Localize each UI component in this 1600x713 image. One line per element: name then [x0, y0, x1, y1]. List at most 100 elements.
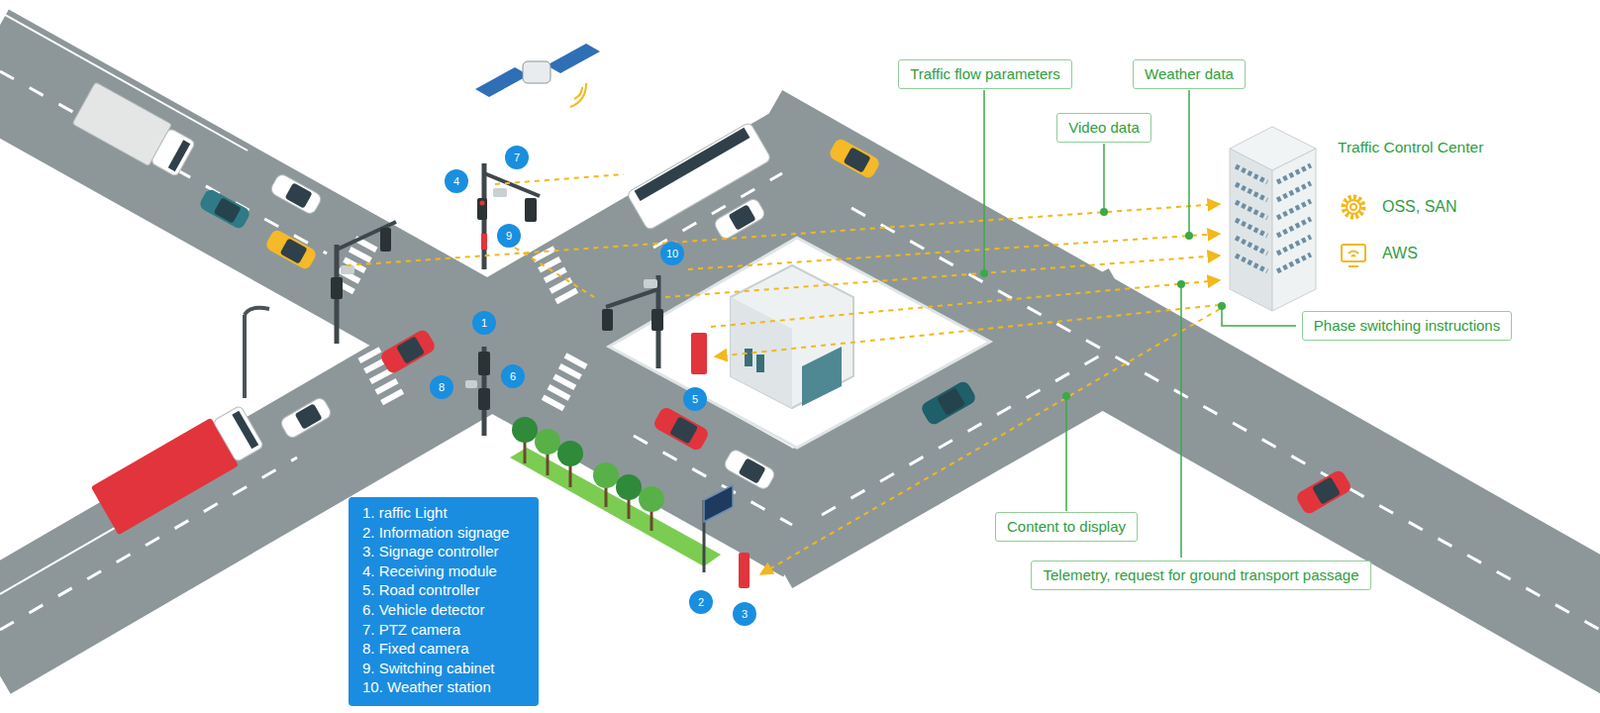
- leader-dots-part: [1062, 392, 1071, 400]
- vehicles-part: [1295, 468, 1354, 516]
- monitor-icon: [1341, 244, 1366, 267]
- green-strip: [509, 447, 721, 567]
- control-center-building-part-part: [1235, 219, 1268, 236]
- satellite-part: [522, 61, 551, 84]
- vehicles-part: [722, 447, 777, 491]
- data-label-box: Content to display: [995, 511, 1138, 542]
- vehicles-part: [379, 327, 438, 376]
- callout-number: 7: [504, 145, 529, 170]
- traffic-lights: [330, 163, 664, 436]
- gear-icon-part: [1343, 197, 1364, 217]
- vehicles-part: [652, 404, 711, 452]
- vehicles-part-part: [285, 182, 313, 208]
- traffic-lights-part: [478, 388, 491, 410]
- vehicles-part-part: [722, 447, 777, 491]
- vehicles-part-part: [396, 335, 425, 364]
- monitor-icon-part: [1348, 251, 1359, 258]
- callout-number: 4: [444, 169, 469, 194]
- lane-markings-part: [851, 207, 1600, 630]
- legend-line: 6. Vehicle detector: [362, 600, 525, 620]
- callout-number: 5: [683, 387, 707, 411]
- gear-icon: [1343, 197, 1364, 217]
- vehicles-part-part: [634, 127, 751, 201]
- control-center-building-part: [1235, 165, 1311, 272]
- control-center-building-part-part: [1277, 165, 1311, 183]
- road-network: [0, 60, 1600, 649]
- control-center-building-part-part: [1235, 184, 1268, 200]
- leader-dots-part: [980, 269, 989, 278]
- box-label: Content to display: [1006, 517, 1126, 536]
- vehicles-part: [72, 82, 198, 181]
- lane-markings: [0, 11, 1600, 630]
- vehicles-part-part: [198, 187, 252, 230]
- traffic-lights-part: [524, 198, 537, 222]
- vehicles-part-part: [626, 121, 773, 231]
- legend-line: 1. raffic Light: [362, 502, 525, 523]
- lane-markings-part: [0, 71, 327, 254]
- data-label-box: Traffic flow parameters: [898, 59, 1073, 90]
- box-label: Telemetry, request for ground transport …: [1042, 566, 1359, 585]
- vehicles-part-part: [213, 197, 242, 223]
- trees-part: [534, 428, 561, 455]
- vehicles-part-part: [919, 379, 979, 427]
- legend-list-box: 1. raffic Light2. Information signage3. …: [348, 497, 539, 706]
- data-label-box: Phase switching instructions: [1301, 310, 1512, 341]
- vehicles-part-part: [669, 415, 699, 444]
- control-center-building-part-part: [1277, 218, 1311, 236]
- vehicles-part-part: [379, 327, 438, 376]
- vehicles-part-part: [279, 396, 333, 440]
- vehicles-part: [198, 187, 252, 230]
- vehicles-part-part: [264, 227, 318, 271]
- small-building-part: [801, 346, 842, 406]
- gear-icon-part: [1346, 200, 1361, 214]
- crosswalks: [339, 241, 578, 410]
- leader-dots-part: [1185, 231, 1194, 240]
- data-links-part: [714, 304, 1220, 357]
- vehicles-part: [264, 227, 318, 271]
- leader-lines-part: [983, 90, 986, 274]
- traffic-lights-part: [481, 233, 488, 250]
- traffic-lights-part: [484, 173, 540, 197]
- monitor-icon-part: [1341, 244, 1366, 262]
- small-building-part: [730, 297, 793, 408]
- satellite-part: [546, 43, 600, 74]
- callout-number: 9: [497, 223, 521, 248]
- leader-lines-part: [1102, 143, 1105, 212]
- street-lamp: [244, 307, 270, 399]
- leader-lines: [984, 90, 1297, 558]
- small-building-part: [730, 265, 854, 408]
- controllers-part: [691, 332, 707, 375]
- legend-line: 8. Fixed camera: [362, 638, 525, 659]
- control-center-building-part-part: [1235, 237, 1268, 254]
- data-label-box: Video data: [1056, 112, 1151, 143]
- vehicles-part-part: [827, 136, 882, 180]
- legend-line: 3. Signage controller: [362, 541, 525, 562]
- traffic-lights-part: [651, 308, 664, 331]
- leader-lines-part: [1065, 396, 1068, 511]
- control-center-building-part-part: [1277, 183, 1311, 200]
- crosswalks-part: [549, 358, 578, 410]
- control-center-building-part: [1229, 148, 1273, 311]
- crosswalks-part: [339, 241, 368, 294]
- callout-number: 6: [500, 364, 525, 389]
- lane-markings-part: [633, 435, 793, 525]
- controllers-part: [703, 485, 733, 522]
- vehicles-part-part: [150, 127, 197, 178]
- vehicles-part-part: [231, 410, 259, 450]
- trees-part: [615, 474, 642, 500]
- data-links-part: [514, 247, 595, 298]
- vehicles-part-part: [1295, 468, 1354, 516]
- legend-line: 2. Information signage: [362, 522, 525, 543]
- vehicles-part-part: [936, 387, 966, 415]
- vehicles-part: [91, 401, 267, 535]
- crosswalks-part: [542, 251, 571, 303]
- leader-dots-part: [1177, 280, 1186, 289]
- trees-part: [557, 440, 584, 467]
- leader-lines-part: [1188, 90, 1191, 236]
- data-links-part: [665, 255, 1220, 298]
- legend-line: 9. Switching cabinet: [362, 658, 525, 679]
- vehicles-part: [827, 136, 882, 180]
- box-label: Weather data: [1144, 65, 1234, 84]
- legend-line: 10. Weather station: [362, 677, 525, 698]
